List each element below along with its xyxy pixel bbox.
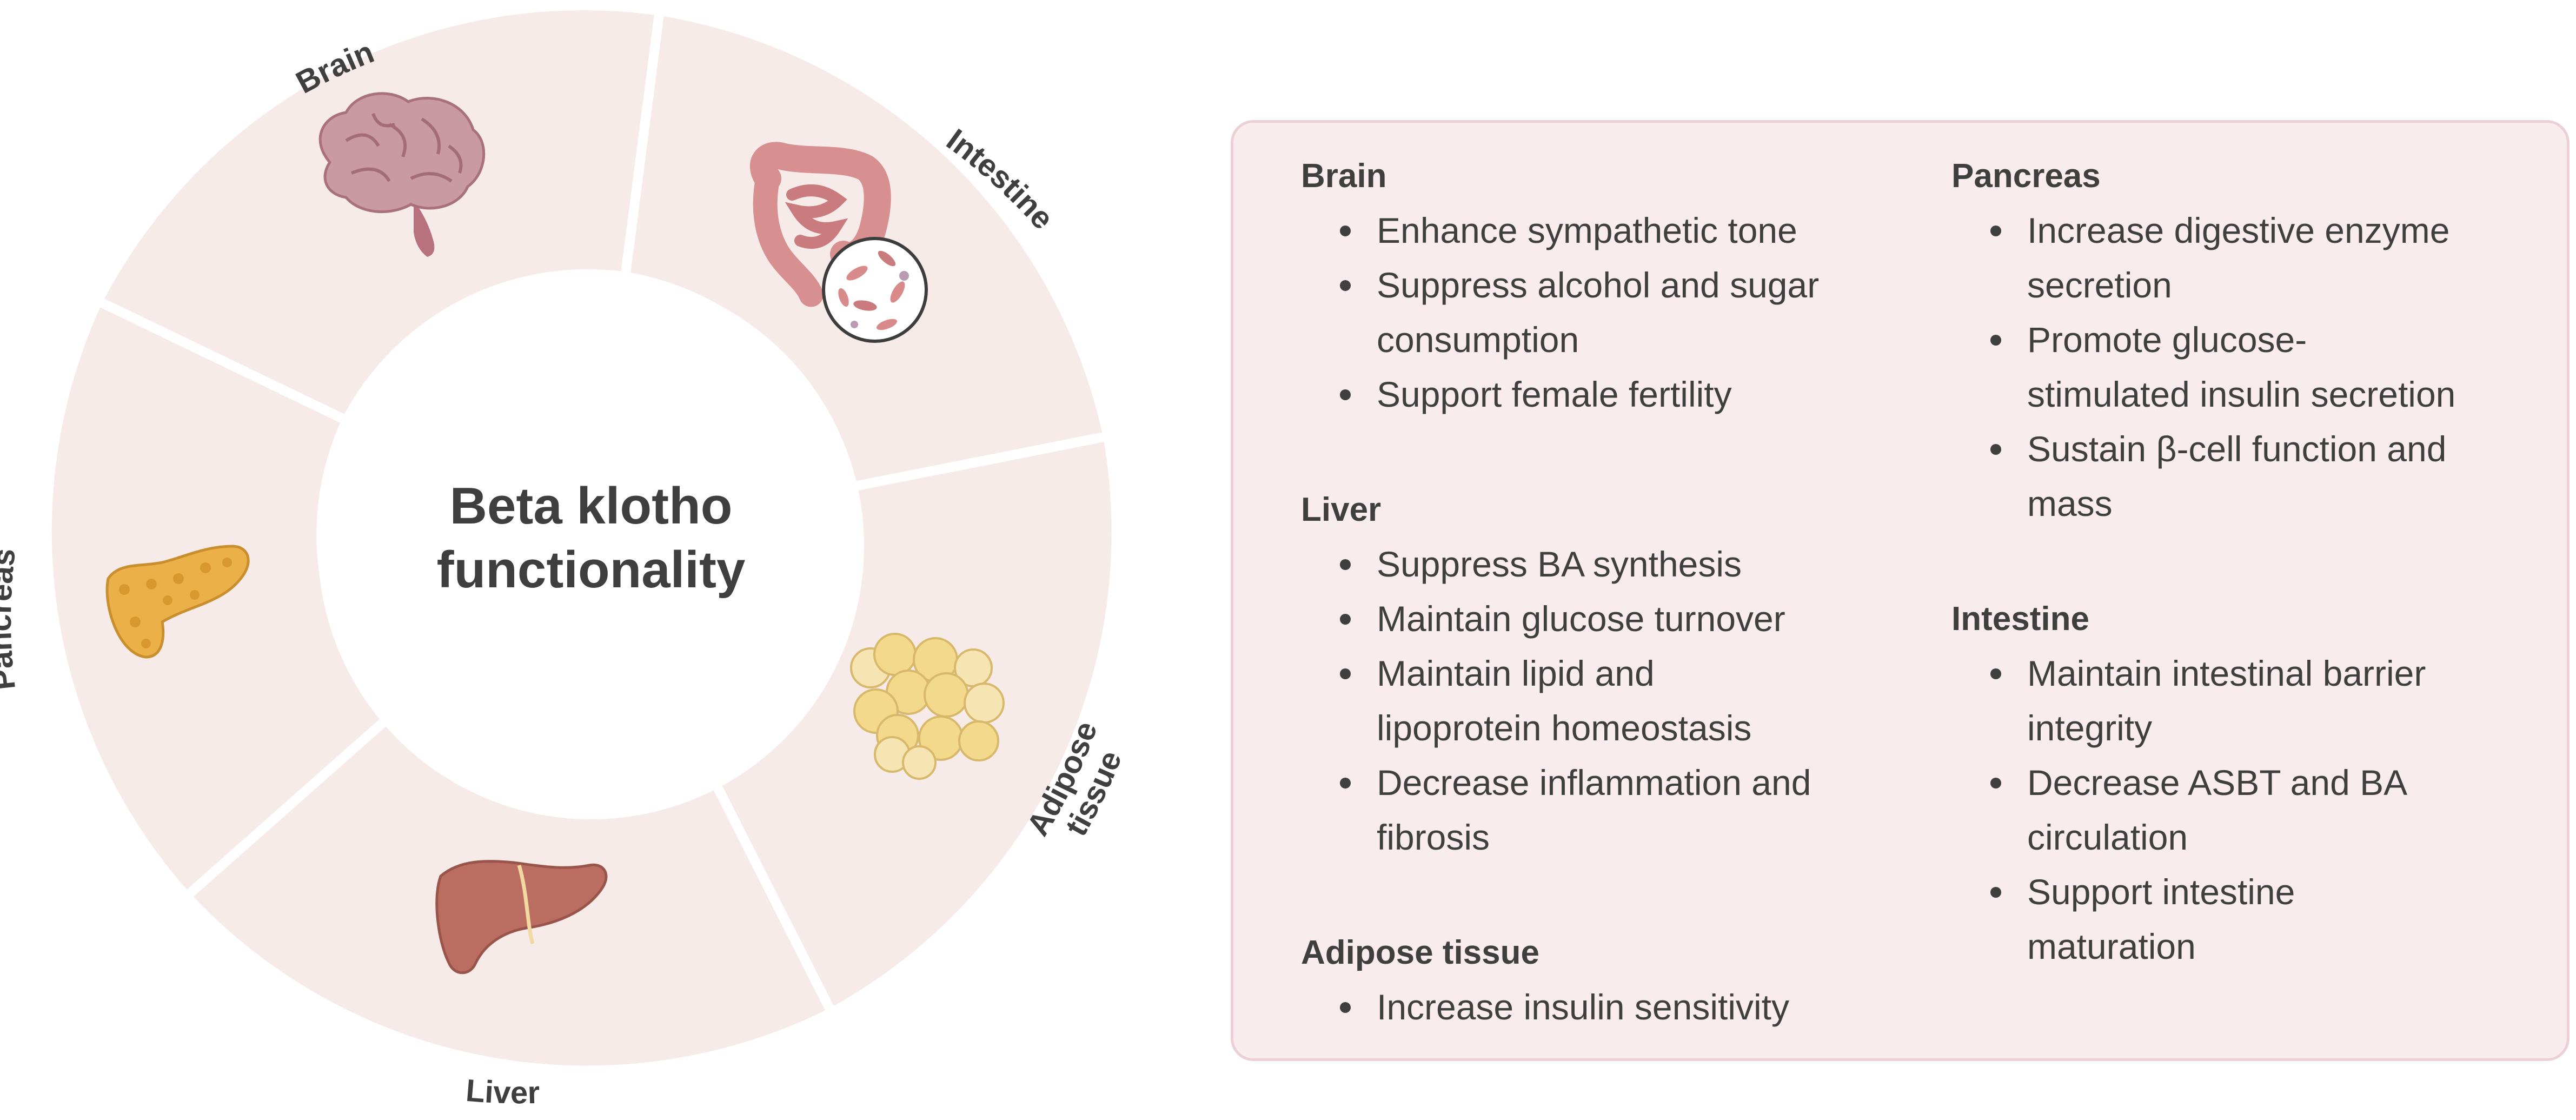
bullet-item: Decrease ASBT and BA circulation	[1951, 755, 2535, 865]
section-title-adipose-tissue: Adipose tissue	[1301, 934, 1539, 971]
pancreas-icon	[105, 545, 250, 659]
bullet-item: Sustain β-cell function and mass	[1951, 422, 2535, 531]
bullet-item: Support female fertility	[1301, 367, 1880, 422]
brain-icon	[318, 92, 486, 257]
bullet-text-line: Enhance sympathetic tone	[1377, 210, 1797, 250]
bullet-text-line: maturation	[2027, 926, 2196, 966]
bullet-item: Suppress alcohol and sugar consumption	[1301, 258, 1880, 367]
bullet-item: Maintain lipid and lipoprotein homeostasi…	[1301, 646, 1880, 755]
bullet-item: Support intestine maturation	[1951, 865, 2535, 974]
center-title-line2: functionality	[437, 541, 746, 599]
bullet-item: Suppress BA synthesis	[1301, 537, 1880, 592]
bullet-text-line: Increase insulin sensitivity	[1377, 987, 1789, 1027]
bullet-dot-icon	[1340, 559, 1351, 570]
bullet-text-line: Maintain intestinal barrier	[2027, 653, 2426, 693]
bullet-item: Enhance sympathetic tone	[1301, 203, 1880, 258]
bullet-text-line: Decrease ASBT and BA	[2027, 763, 2408, 803]
bullet-dot-icon	[1990, 887, 2001, 898]
bullet-dot-icon	[1340, 389, 1351, 400]
bullet-item: Maintain intestinal barrier integrity	[1951, 646, 2535, 755]
section-title-brain: Brain	[1301, 157, 1387, 195]
bullet-dot-icon	[1340, 1002, 1351, 1013]
bullet-text-line: Sustain β-cell function and	[2027, 429, 2447, 469]
bullet-text-line: consumption	[1377, 320, 1579, 360]
bullet-dot-icon	[1990, 778, 2001, 788]
bullet-text-line: mass	[2027, 483, 2113, 523]
bullet-text-line: lipoprotein homeostasis	[1377, 708, 1752, 748]
segment-label-liver: Liver	[464, 1073, 540, 1111]
bullet-text-line: stimulated insulin secretion	[2027, 374, 2456, 414]
bullet-text-line: fibrosis	[1377, 817, 1490, 857]
bullet-text-line: Increase digestive enzyme	[2027, 210, 2450, 250]
adipose-icon	[850, 633, 1005, 780]
bullet-text-line: Promote glucose-	[2027, 320, 2307, 360]
bullet-dot-icon	[1340, 668, 1351, 679]
section-title-pancreas: Pancreas	[1951, 157, 2101, 195]
bullet-item: Increase insulin sensitivity	[1301, 980, 1880, 1035]
bullet-dot-icon	[1340, 280, 1351, 291]
section-title-liver: Liver	[1301, 491, 1382, 528]
bullet-text-line: Support intestine	[2027, 872, 2295, 912]
bullet-dot-icon	[1990, 226, 2001, 236]
segment-brain[interactable]	[102, 10, 659, 419]
bullet-dot-icon	[1990, 444, 2001, 455]
bullet-text-line: circulation	[2027, 817, 2188, 857]
bullet-item: Promote glucose-stimulated insulin secre…	[1951, 313, 2535, 422]
bullet-dot-icon	[1340, 226, 1351, 236]
bullet-dot-icon	[1340, 778, 1351, 788]
segment-label-pancreas: Pancreas	[0, 547, 22, 692]
bullet-item: Maintain glucose turnover	[1301, 592, 1880, 646]
segment-pancreas[interactable]	[51, 303, 387, 893]
center-title-line1: Beta klotho	[450, 477, 733, 535]
bullet-text-line: Decrease inflammation and	[1377, 763, 1811, 803]
bullet-item: Increase digestive enzyme secretion	[1951, 203, 2535, 313]
bullet-dot-icon	[1990, 668, 2001, 679]
bullet-list: Increase insulin sensitivity	[1301, 980, 1880, 1035]
bullet-text-line: Support female fertility	[1377, 374, 1732, 414]
bullet-item: Decrease inflammation and fibrosis	[1301, 755, 1880, 865]
bullet-dot-icon	[1340, 614, 1351, 625]
center-circle	[318, 273, 864, 819]
intestine-icon	[750, 142, 928, 343]
bullet-dot-icon	[1990, 335, 2001, 346]
liver-icon	[435, 860, 608, 975]
bullet-text-line: secretion	[2027, 265, 2172, 305]
bullet-text-line: Suppress alcohol and sugar	[1377, 265, 1820, 305]
bullet-text-line: Suppress BA synthesis	[1377, 544, 1742, 584]
segment-dividers	[100, 15, 1104, 1011]
bullet-text-line: integrity	[2027, 708, 2153, 748]
organ-wheel: Beta klotho functionality Brain Intestin…	[0, 10, 1128, 1111]
section-title-intestine: Intestine	[1951, 600, 2089, 638]
bullet-text-line: Maintain lipid and	[1377, 653, 1655, 693]
bullet-text-line: Maintain glucose turnover	[1377, 599, 1785, 639]
